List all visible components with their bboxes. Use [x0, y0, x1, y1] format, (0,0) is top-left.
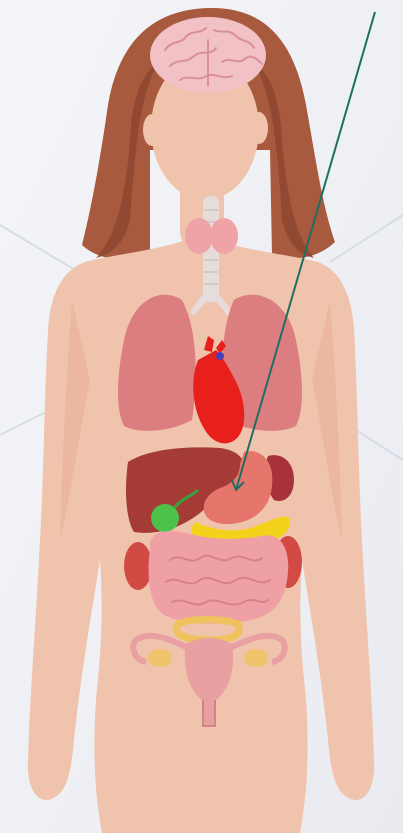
brain-icon — [150, 17, 266, 93]
ear-right — [250, 112, 268, 144]
intestines-icon — [149, 531, 289, 624]
ear-left — [143, 114, 161, 146]
